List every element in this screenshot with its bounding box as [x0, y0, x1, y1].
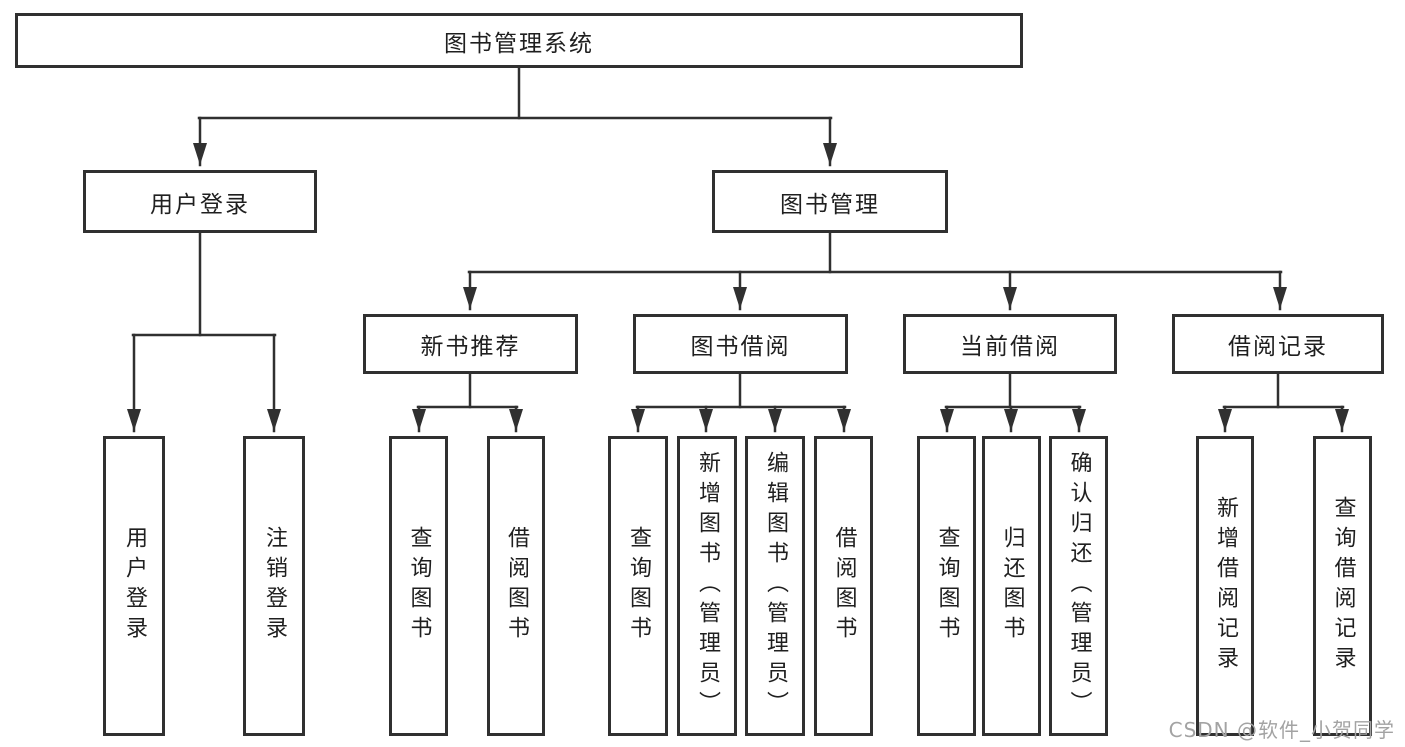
leaf-query-books-borrowing-label: 查询图书 — [626, 526, 651, 646]
leaf-query-books-recommendation: 查询图书 — [389, 436, 448, 736]
node-new-book-recommendation: 新书推荐 — [363, 314, 578, 374]
leaf-add-borrow-record-label: 新增借阅记录 — [1213, 496, 1238, 676]
leaf-borrow-books-borrowing: 借阅图书 — [814, 436, 873, 736]
leaf-return-books-label: 归还图书 — [999, 526, 1025, 646]
leaf-query-borrow-record: 查询借阅记录 — [1313, 436, 1372, 736]
leaf-edit-book-admin-label: 编辑图书（管理员） — [763, 451, 788, 721]
leaf-add-book-admin-label: 新增图书（管理员） — [695, 451, 720, 721]
leaf-query-borrow-record-label: 查询借阅记录 — [1330, 496, 1356, 676]
leaf-user-login-label: 用户登录 — [122, 526, 147, 646]
leaf-query-books-current-label: 查询图书 — [934, 526, 960, 646]
node-library-management-system: 图书管理系统 — [15, 13, 1023, 68]
leaf-add-book-admin: 新增图书（管理员） — [677, 436, 737, 736]
leaf-edit-book-admin: 编辑图书（管理员） — [745, 436, 805, 736]
leaf-user-login: 用户登录 — [103, 436, 165, 736]
leaf-query-books-borrowing: 查询图书 — [608, 436, 668, 736]
node-book-borrowing: 图书借阅 — [633, 314, 848, 374]
node-borrow-records: 借阅记录 — [1172, 314, 1384, 374]
leaf-add-borrow-record: 新增借阅记录 — [1196, 436, 1254, 736]
leaf-borrow-books-borrowing-label: 借阅图书 — [831, 526, 857, 646]
leaf-borrow-books-recommendation-label: 借阅图书 — [504, 526, 529, 646]
node-book-management: 图书管理 — [712, 170, 948, 233]
leaf-logout-label: 注销登录 — [262, 526, 287, 646]
leaf-logout: 注销登录 — [243, 436, 305, 736]
leaf-confirm-return-admin-label: 确认归还（管理员） — [1066, 451, 1092, 721]
leaf-borrow-books-recommendation: 借阅图书 — [487, 436, 545, 736]
node-current-borrowing: 当前借阅 — [903, 314, 1117, 374]
node-user-login: 用户登录 — [83, 170, 317, 233]
leaf-return-books: 归还图书 — [982, 436, 1041, 736]
csdn-watermark: CSDN @软件_小贺同学 — [1168, 718, 1395, 742]
leaf-confirm-return-admin: 确认归还（管理员） — [1049, 436, 1108, 736]
leaf-query-books-current: 查询图书 — [917, 436, 976, 736]
leaf-query-books-recommendation-label: 查询图书 — [406, 526, 432, 646]
